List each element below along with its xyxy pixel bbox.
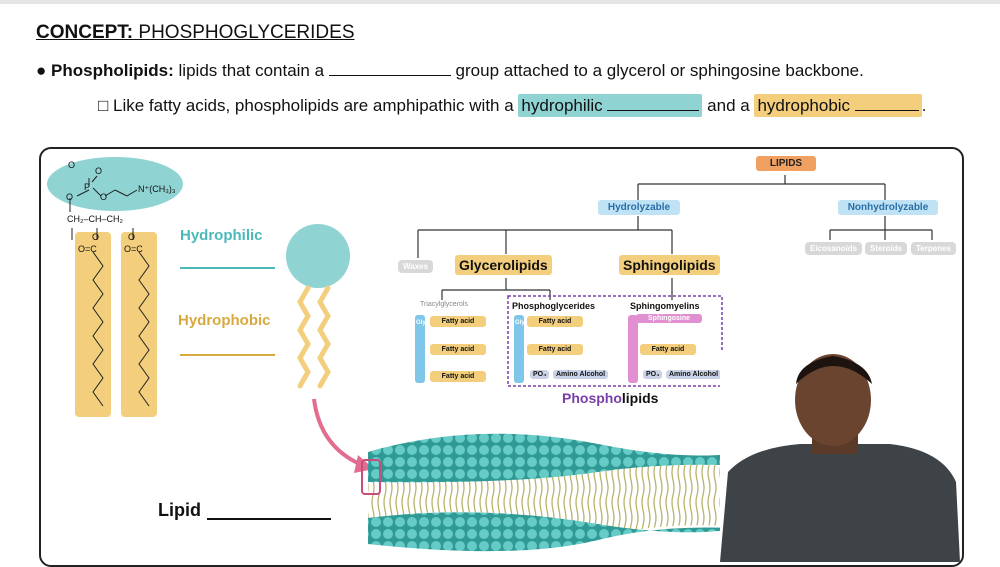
- hydrophobic-blank: [180, 354, 275, 356]
- bullet-icon: ●: [36, 61, 47, 80]
- fatty-acid-5: Fatty acid: [527, 344, 583, 355]
- struct-o-right: O: [100, 192, 108, 202]
- struct-o-minus: O: [95, 166, 103, 176]
- lipids-suffix: lipids: [621, 390, 659, 406]
- concept-label: CONCEPT:: [36, 22, 134, 43]
- tree-sphingolipids: Sphingolipids: [619, 255, 720, 275]
- tree-eicosanoids: Eicosanoids: [805, 242, 863, 255]
- amino-alcohol-tag-1: Amino Alcohol: [553, 370, 609, 379]
- definition-line: ● Phospholipids: lipids that contain a g…: [36, 60, 864, 81]
- tree-steroids: Steroids: [865, 242, 908, 255]
- amphipathic-text: Like fatty acids, phospholipids are amph…: [113, 96, 514, 115]
- tree-root: LIPIDS: [756, 156, 816, 171]
- checkbox-icon: □: [98, 96, 109, 115]
- tree-glycerolipids: Glycerolipids: [455, 255, 552, 275]
- glycerol-label-1: Glycerol: [416, 320, 440, 327]
- struct-carbonyl1: O=C: [78, 244, 97, 254]
- tree-triacylglycerols: Triacylglycerols: [420, 301, 468, 308]
- sphingosine-bar: [628, 315, 638, 383]
- lipid-label: Lipid: [158, 500, 201, 520]
- po4-tag-2: PO₄: [643, 370, 663, 379]
- phospho-prefix: Phospho: [562, 390, 622, 406]
- hydrophobic-highlight: hydrophobic: [754, 94, 922, 117]
- amino-alcohol-tag-2: Amino Alcohol: [666, 370, 722, 379]
- hydrophilic-blank: [180, 267, 275, 269]
- phospholipids-label: Phospholipids: [562, 390, 658, 406]
- sphingosine-tag: Sphingosine: [636, 314, 702, 323]
- phospholipid-structure: [47, 157, 183, 417]
- struct-backbone: CH₂–CH–CH₂: [67, 214, 123, 224]
- blank-phosphate: [328, 60, 451, 76]
- top-divider: [0, 0, 1000, 4]
- glycerol-bar-2: [514, 315, 524, 383]
- period: .: [921, 96, 927, 115]
- lipid-icon: [286, 224, 350, 389]
- definition-text-after: group attached to a glycerol or sphingos…: [455, 61, 864, 80]
- struct-carbonyl2: O=C: [124, 244, 143, 254]
- struct-choline: N⁺(CH₃)₃: [138, 184, 176, 194]
- lipid-bilayer: [361, 433, 778, 552]
- struct-o-left: O: [66, 192, 74, 202]
- presenter-video[interactable]: [720, 352, 960, 562]
- concept-title: PHOSPHOGLYCERIDES: [138, 22, 355, 43]
- hydrophobic-word: hydrophobic: [757, 96, 851, 115]
- glycerol-label-2: Glycerol: [515, 320, 539, 327]
- lipid-blank: [207, 518, 331, 520]
- fatty-acid-3: Fatty acid: [430, 371, 486, 382]
- hydrophilic-word: hydrophilic: [521, 96, 603, 115]
- fatty-acid-1: Fatty acid: [430, 316, 486, 327]
- tree-waxes: Waxes: [398, 260, 434, 273]
- po4-tag-1: PO₄: [530, 370, 550, 379]
- term: Phospholipids:: [51, 61, 174, 80]
- tree-phosphoglycerides: Phosphoglycerides: [512, 301, 596, 311]
- tree-terpenes: Terpenes: [911, 242, 956, 255]
- struct-o1: O: [92, 232, 100, 242]
- tree-sphingomyelins: Sphingomyelins: [630, 301, 700, 311]
- middle-text: and a: [707, 96, 750, 115]
- tree-hydrolyzable: Hydrolyzable: [598, 200, 680, 215]
- hydrophilic-highlight: hydrophilic: [518, 94, 703, 117]
- tree-lines: [417, 175, 933, 387]
- fatty-acid-2: Fatty acid: [430, 344, 486, 355]
- hydrophobic-label: Hydrophobic: [178, 312, 271, 329]
- tree-nonhydrolyzable: Nonhydrolyzable: [838, 200, 938, 215]
- definition-text-before: lipids that contain a: [178, 61, 325, 80]
- struct-phosphorus: P: [84, 182, 91, 192]
- struct-o-top: O: [68, 160, 76, 170]
- fatty-acid-4: Fatty acid: [527, 316, 583, 327]
- blank-tail: [854, 95, 919, 111]
- glycerol-bar-1: [415, 315, 425, 383]
- amphipathic-line: □ Like fatty acids, phospholipids are am…: [98, 94, 927, 117]
- fatty-acid-6: Fatty acid: [640, 344, 696, 355]
- hydrophilic-label: Hydrophilic: [180, 227, 263, 244]
- page-title: CONCEPT: PHOSPHOGLYCERIDES: [36, 22, 355, 44]
- blank-head: [607, 95, 700, 111]
- struct-o2: O: [128, 232, 136, 242]
